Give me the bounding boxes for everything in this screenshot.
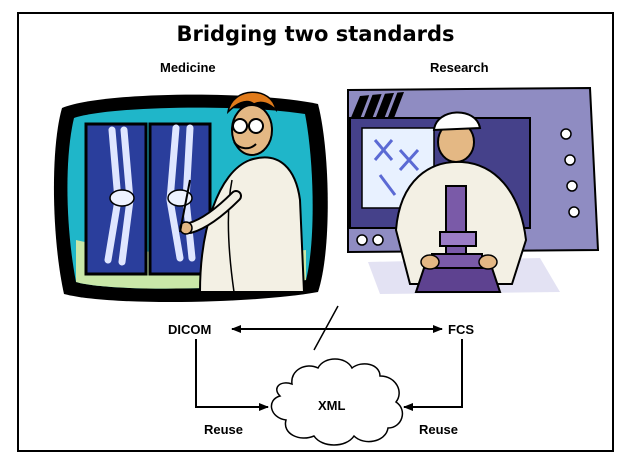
xml-cloud xyxy=(270,358,404,446)
dicom-to-xml-arrow xyxy=(195,339,269,411)
label-reuse-left: Reuse xyxy=(204,422,244,437)
doctor-xray-illustration xyxy=(53,91,328,303)
label-fcs: FCS xyxy=(448,322,474,337)
fcs-to-xml-arrow xyxy=(403,339,463,411)
label-research: Research xyxy=(430,60,489,75)
incompatible-slash xyxy=(313,305,339,351)
label-reuse-right: Reuse xyxy=(419,422,459,437)
label-medicine: Medicine xyxy=(160,60,216,75)
scientist-microscope-illustration xyxy=(347,86,600,294)
label-dicom: DICOM xyxy=(168,322,212,337)
slide-title: Bridging two standards xyxy=(176,22,455,46)
label-xml: XML xyxy=(318,398,346,413)
